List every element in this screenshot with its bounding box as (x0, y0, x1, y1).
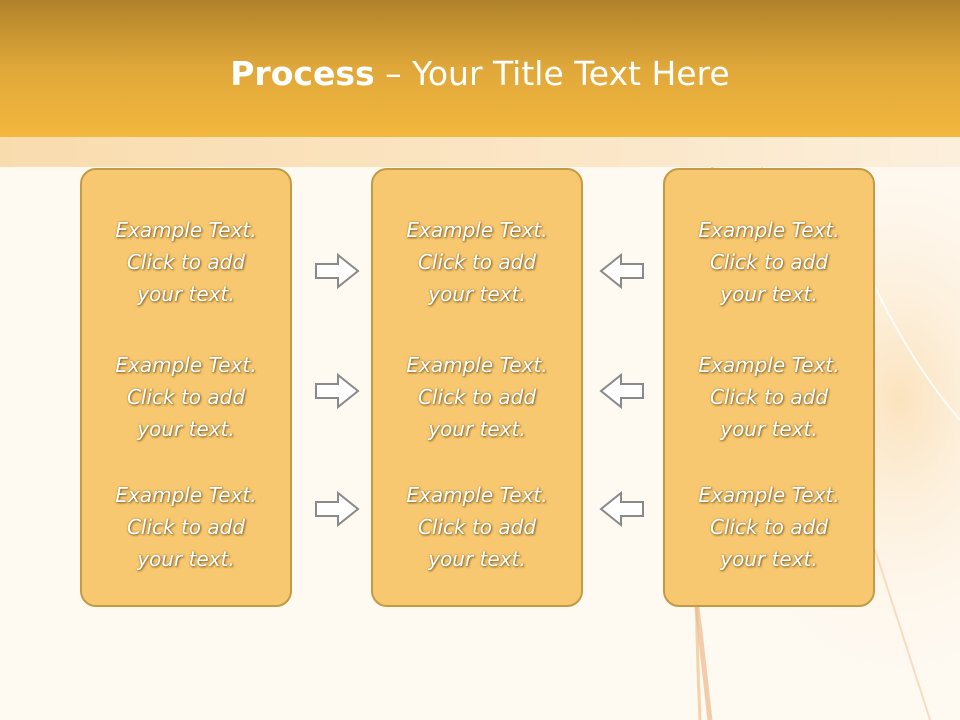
text-line: your text. (720, 417, 818, 441)
title-bar (0, 0, 960, 137)
text-line: Click to add (417, 385, 537, 409)
middle-column-box[interactable]: Example Text. Click to add your text. Ex… (371, 168, 583, 607)
text-line: Click to add (417, 250, 537, 274)
left-column-box[interactable]: Example Text. Click to add your text. Ex… (80, 168, 292, 607)
title-bar-strip (0, 137, 960, 167)
arrow-right-icon[interactable] (313, 371, 361, 411)
slide-title[interactable]: Process – Your Title Text Here (0, 52, 960, 96)
arrow-left-icon[interactable] (598, 251, 646, 291)
text-line: Click to add (709, 515, 829, 539)
text-block[interactable]: Example Text. Click to add your text. (665, 214, 873, 310)
text-line: Example Text. (115, 353, 257, 377)
text-block[interactable]: Example Text. Click to add your text. (665, 479, 873, 575)
slide-title-text: – Your Title Text Here (374, 54, 730, 93)
text-line: Example Text. (406, 353, 548, 377)
text-block[interactable]: Example Text. Click to add your text. (82, 479, 290, 575)
text-line: Click to add (126, 250, 246, 274)
text-line: your text. (137, 282, 235, 306)
text-block[interactable]: Example Text. Click to add your text. (373, 349, 581, 445)
text-line: your text. (137, 547, 235, 571)
text-block[interactable]: Example Text. Click to add your text. (373, 479, 581, 575)
text-line: your text. (428, 547, 526, 571)
text-line: Example Text. (406, 218, 548, 242)
text-line: Example Text. (406, 483, 548, 507)
text-line: your text. (720, 282, 818, 306)
arrow-right-icon[interactable] (313, 489, 361, 529)
text-block[interactable]: Example Text. Click to add your text. (665, 349, 873, 445)
text-line: Click to add (709, 385, 829, 409)
text-line: Click to add (126, 515, 246, 539)
text-line: Click to add (709, 250, 829, 274)
text-line: Example Text. (698, 483, 840, 507)
text-block[interactable]: Example Text. Click to add your text. (82, 214, 290, 310)
right-column-box[interactable]: Example Text. Click to add your text. Ex… (663, 168, 875, 607)
arrow-right-icon[interactable] (313, 251, 361, 291)
text-line: Example Text. (115, 483, 257, 507)
text-block[interactable]: Example Text. Click to add your text. (82, 349, 290, 445)
text-line: your text. (428, 417, 526, 441)
slide-title-bold: Process (230, 54, 375, 93)
arrow-left-icon[interactable] (598, 489, 646, 529)
text-line: your text. (720, 547, 818, 571)
text-line: your text. (137, 417, 235, 441)
text-line: Click to add (417, 515, 537, 539)
text-line: Example Text. (698, 218, 840, 242)
text-line: your text. (428, 282, 526, 306)
text-line: Click to add (126, 385, 246, 409)
arrow-left-icon[interactable] (598, 371, 646, 411)
text-block[interactable]: Example Text. Click to add your text. (373, 214, 581, 310)
text-line: Example Text. (115, 218, 257, 242)
text-line: Example Text. (698, 353, 840, 377)
